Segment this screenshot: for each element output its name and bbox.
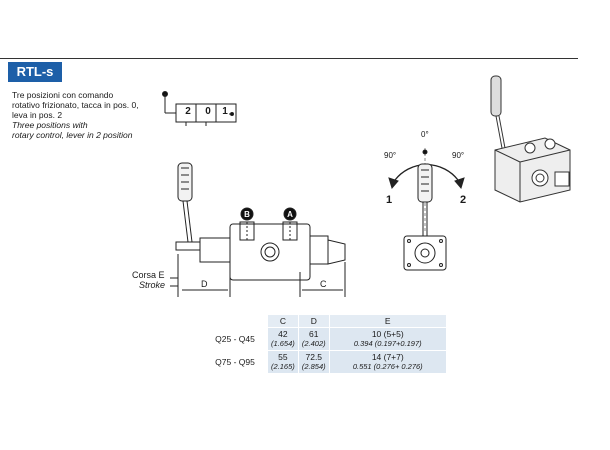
desc-it-line3: leva in pos. 2 [12,110,63,120]
col-header-c: C [268,315,298,327]
symbol-pos-0: 0 [205,106,211,117]
rotation-right-angle: 90° [452,151,465,160]
side-view [170,162,346,297]
cell-e-in: 0.394 (0.197+0.197) [353,339,422,348]
desc-it-line1: Tre posizioni con comando [12,90,114,100]
cell-e-mm: 14 (7+7) [371,352,404,362]
desc-it-line2: rotativo frizionato, tacca in pos. 0, [12,100,139,110]
description-block: Tre posizioni con comando rotativo frizi… [12,90,139,140]
isometric-view [490,75,571,203]
position-1-label: 1 [386,194,393,206]
cell-e-in: 0.551 (0.276+ 0.276) [352,362,423,371]
port-b-label: B [244,210,250,219]
port-a [283,207,297,221]
rotation-zero-label: 0° [421,130,429,139]
stroke-label-en: Stroke [139,280,166,290]
cell-d-in: (2.854) [301,362,326,371]
cell-c-in: (2.165) [271,362,295,371]
col-header-e: E [329,315,446,327]
valve-symbol [162,91,237,126]
dim-c-label: C [320,279,327,289]
cell-e-mm: 10 (5+5) [371,329,404,339]
cell-c-mm: 55 [278,352,288,362]
title-rule [0,58,578,59]
cell-d-mm: 61 [309,329,319,339]
cell-c-in: (1.654) [271,339,295,348]
port-b [240,207,254,221]
rotation-left-angle: 90° [384,151,397,160]
model-title-badge: RTL-s [8,62,62,82]
symbol-pos-1: 1 [222,106,228,117]
table-row: Q75 - Q95 55(2.165) 72.5(2.854) 14 (7+7)… [203,351,446,373]
desc-en-line2: rotary control, lever in 2 position [12,130,133,140]
cell-d-in: (2.402) [301,339,326,348]
stroke-label-it: Corsa E [132,270,165,280]
col-header-d: D [298,315,329,327]
symbol-pos-2: 2 [185,106,191,117]
table-header-row: C D E [203,315,446,327]
position-2-label: 2 [460,194,467,206]
cell-d-mm: 72.5 [305,352,323,362]
dim-d-label: D [201,279,208,289]
table-row: Q25 - Q45 42(1.654) 61(2.402) 10 (5+5)0.… [203,328,446,350]
row-label: Q75 - Q95 [215,357,255,367]
front-view [388,148,465,271]
port-a-label: A [287,210,293,219]
dimension-table: C D E Q25 - Q45 42(1.654) 61(2.402) 10 (… [202,314,447,374]
cell-c-mm: 42 [278,329,288,339]
desc-en-line1: Three positions with [12,120,88,130]
row-label: Q25 - Q45 [215,334,255,344]
